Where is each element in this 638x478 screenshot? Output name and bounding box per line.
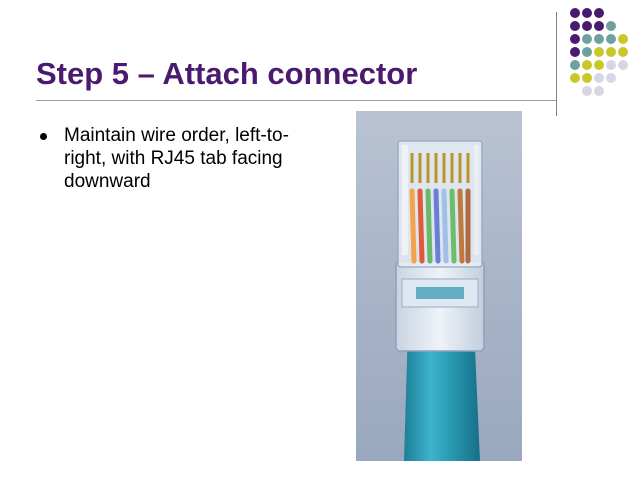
rj45-connector-image — [395, 140, 485, 461]
dot — [582, 8, 592, 18]
dot — [606, 60, 616, 70]
dot — [570, 73, 580, 83]
rj45-connector-photo — [356, 111, 522, 461]
dot — [582, 21, 592, 31]
dot — [570, 34, 580, 44]
dot — [606, 47, 616, 57]
dot — [618, 34, 628, 44]
dot — [582, 34, 592, 44]
bullet-dot-icon — [40, 133, 47, 140]
dot — [594, 60, 604, 70]
dot — [618, 60, 628, 70]
dot — [570, 60, 580, 70]
bullet-text: Maintain wire order, left-to-right, with… — [64, 125, 289, 192]
decorative-dot-grid — [568, 8, 634, 98]
dot — [570, 8, 580, 18]
slide-title: Step 5 – Attach connector — [36, 56, 418, 91]
dot — [606, 21, 616, 31]
dot — [582, 73, 592, 83]
dot — [570, 47, 580, 57]
bullet-item: Maintain wire order, left-to-right, with… — [40, 124, 294, 193]
title-underline — [36, 100, 556, 101]
bullet-list: Maintain wire order, left-to-right, with… — [40, 124, 294, 193]
dot — [582, 60, 592, 70]
dot — [594, 47, 604, 57]
dot — [606, 73, 616, 83]
dot — [594, 73, 604, 83]
dot — [606, 34, 616, 44]
dot — [594, 21, 604, 31]
dot — [570, 21, 580, 31]
dot — [582, 86, 592, 96]
vertical-divider — [556, 12, 557, 116]
dot — [594, 86, 604, 96]
dot — [618, 47, 628, 57]
dot — [582, 47, 592, 57]
dot — [594, 8, 604, 18]
dot — [594, 34, 604, 44]
